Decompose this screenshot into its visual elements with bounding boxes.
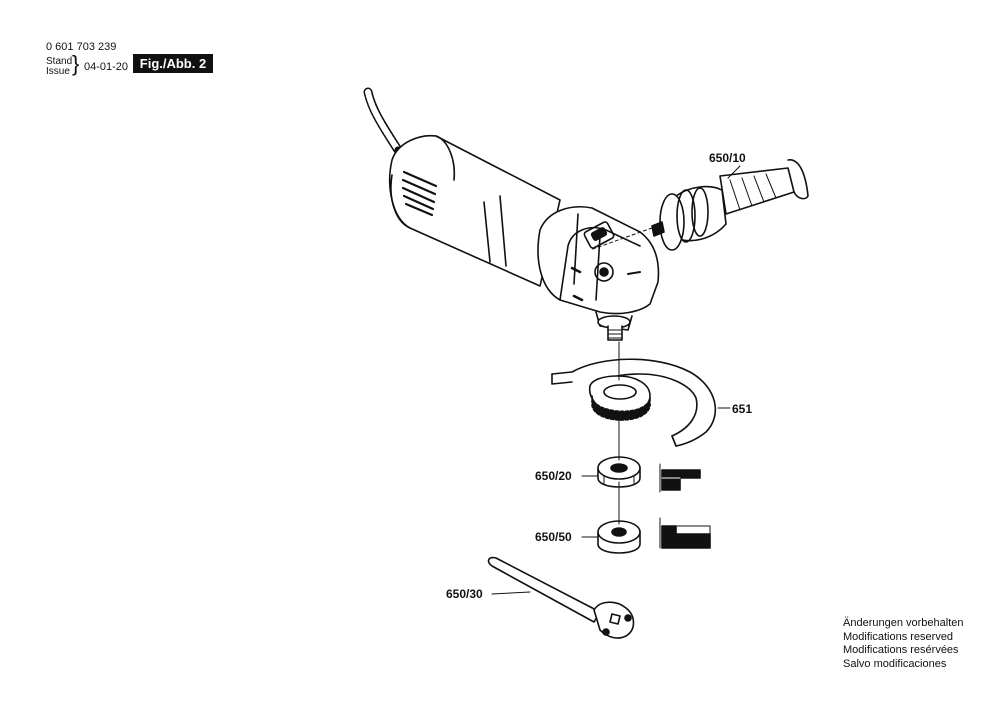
mounting-flange (597, 520, 641, 554)
leader-lines (491, 165, 741, 595)
issue-date: 04-01-20 (84, 61, 129, 73)
issue-label: Issue (46, 66, 70, 77)
motor-housing (388, 134, 561, 287)
nut-profile-symbol (659, 463, 701, 493)
note-fr: Modifications resérvées (843, 644, 959, 656)
callout-guard: 651 (732, 402, 753, 416)
note-de: Änderungen vorbehalten (843, 617, 964, 629)
note-en: Modifications reserved (843, 630, 954, 643)
callout-side-handle: 650/10 (709, 151, 746, 165)
brace-glyph: } (72, 51, 80, 76)
clamp-nut (597, 456, 641, 488)
note-es: Salvo modificaciones (843, 657, 947, 670)
callout-pin-spanner: 650/30 (446, 587, 483, 601)
callout-mounting-flange: 650/50 (535, 530, 572, 544)
assembly-axis (589, 227, 653, 525)
spindle (595, 311, 633, 341)
flange-profile-symbol (659, 517, 711, 549)
side-handle (651, 159, 809, 251)
pin-spanner (487, 556, 635, 639)
stand-label: Stand (46, 56, 73, 67)
wheel-guard (551, 358, 717, 447)
gear-head (537, 206, 660, 315)
stand-issue-labels: Stand Issue (46, 57, 72, 77)
callout-clamp-nut: 650/20 (535, 469, 572, 483)
part-number: 0 601 703 239 (46, 41, 117, 53)
ventilation-slots (401, 170, 438, 217)
modification-notes: Änderungen vorbehalten Modifications res… (843, 617, 963, 671)
figure-label: Fig./Abb. 2 (133, 54, 213, 73)
